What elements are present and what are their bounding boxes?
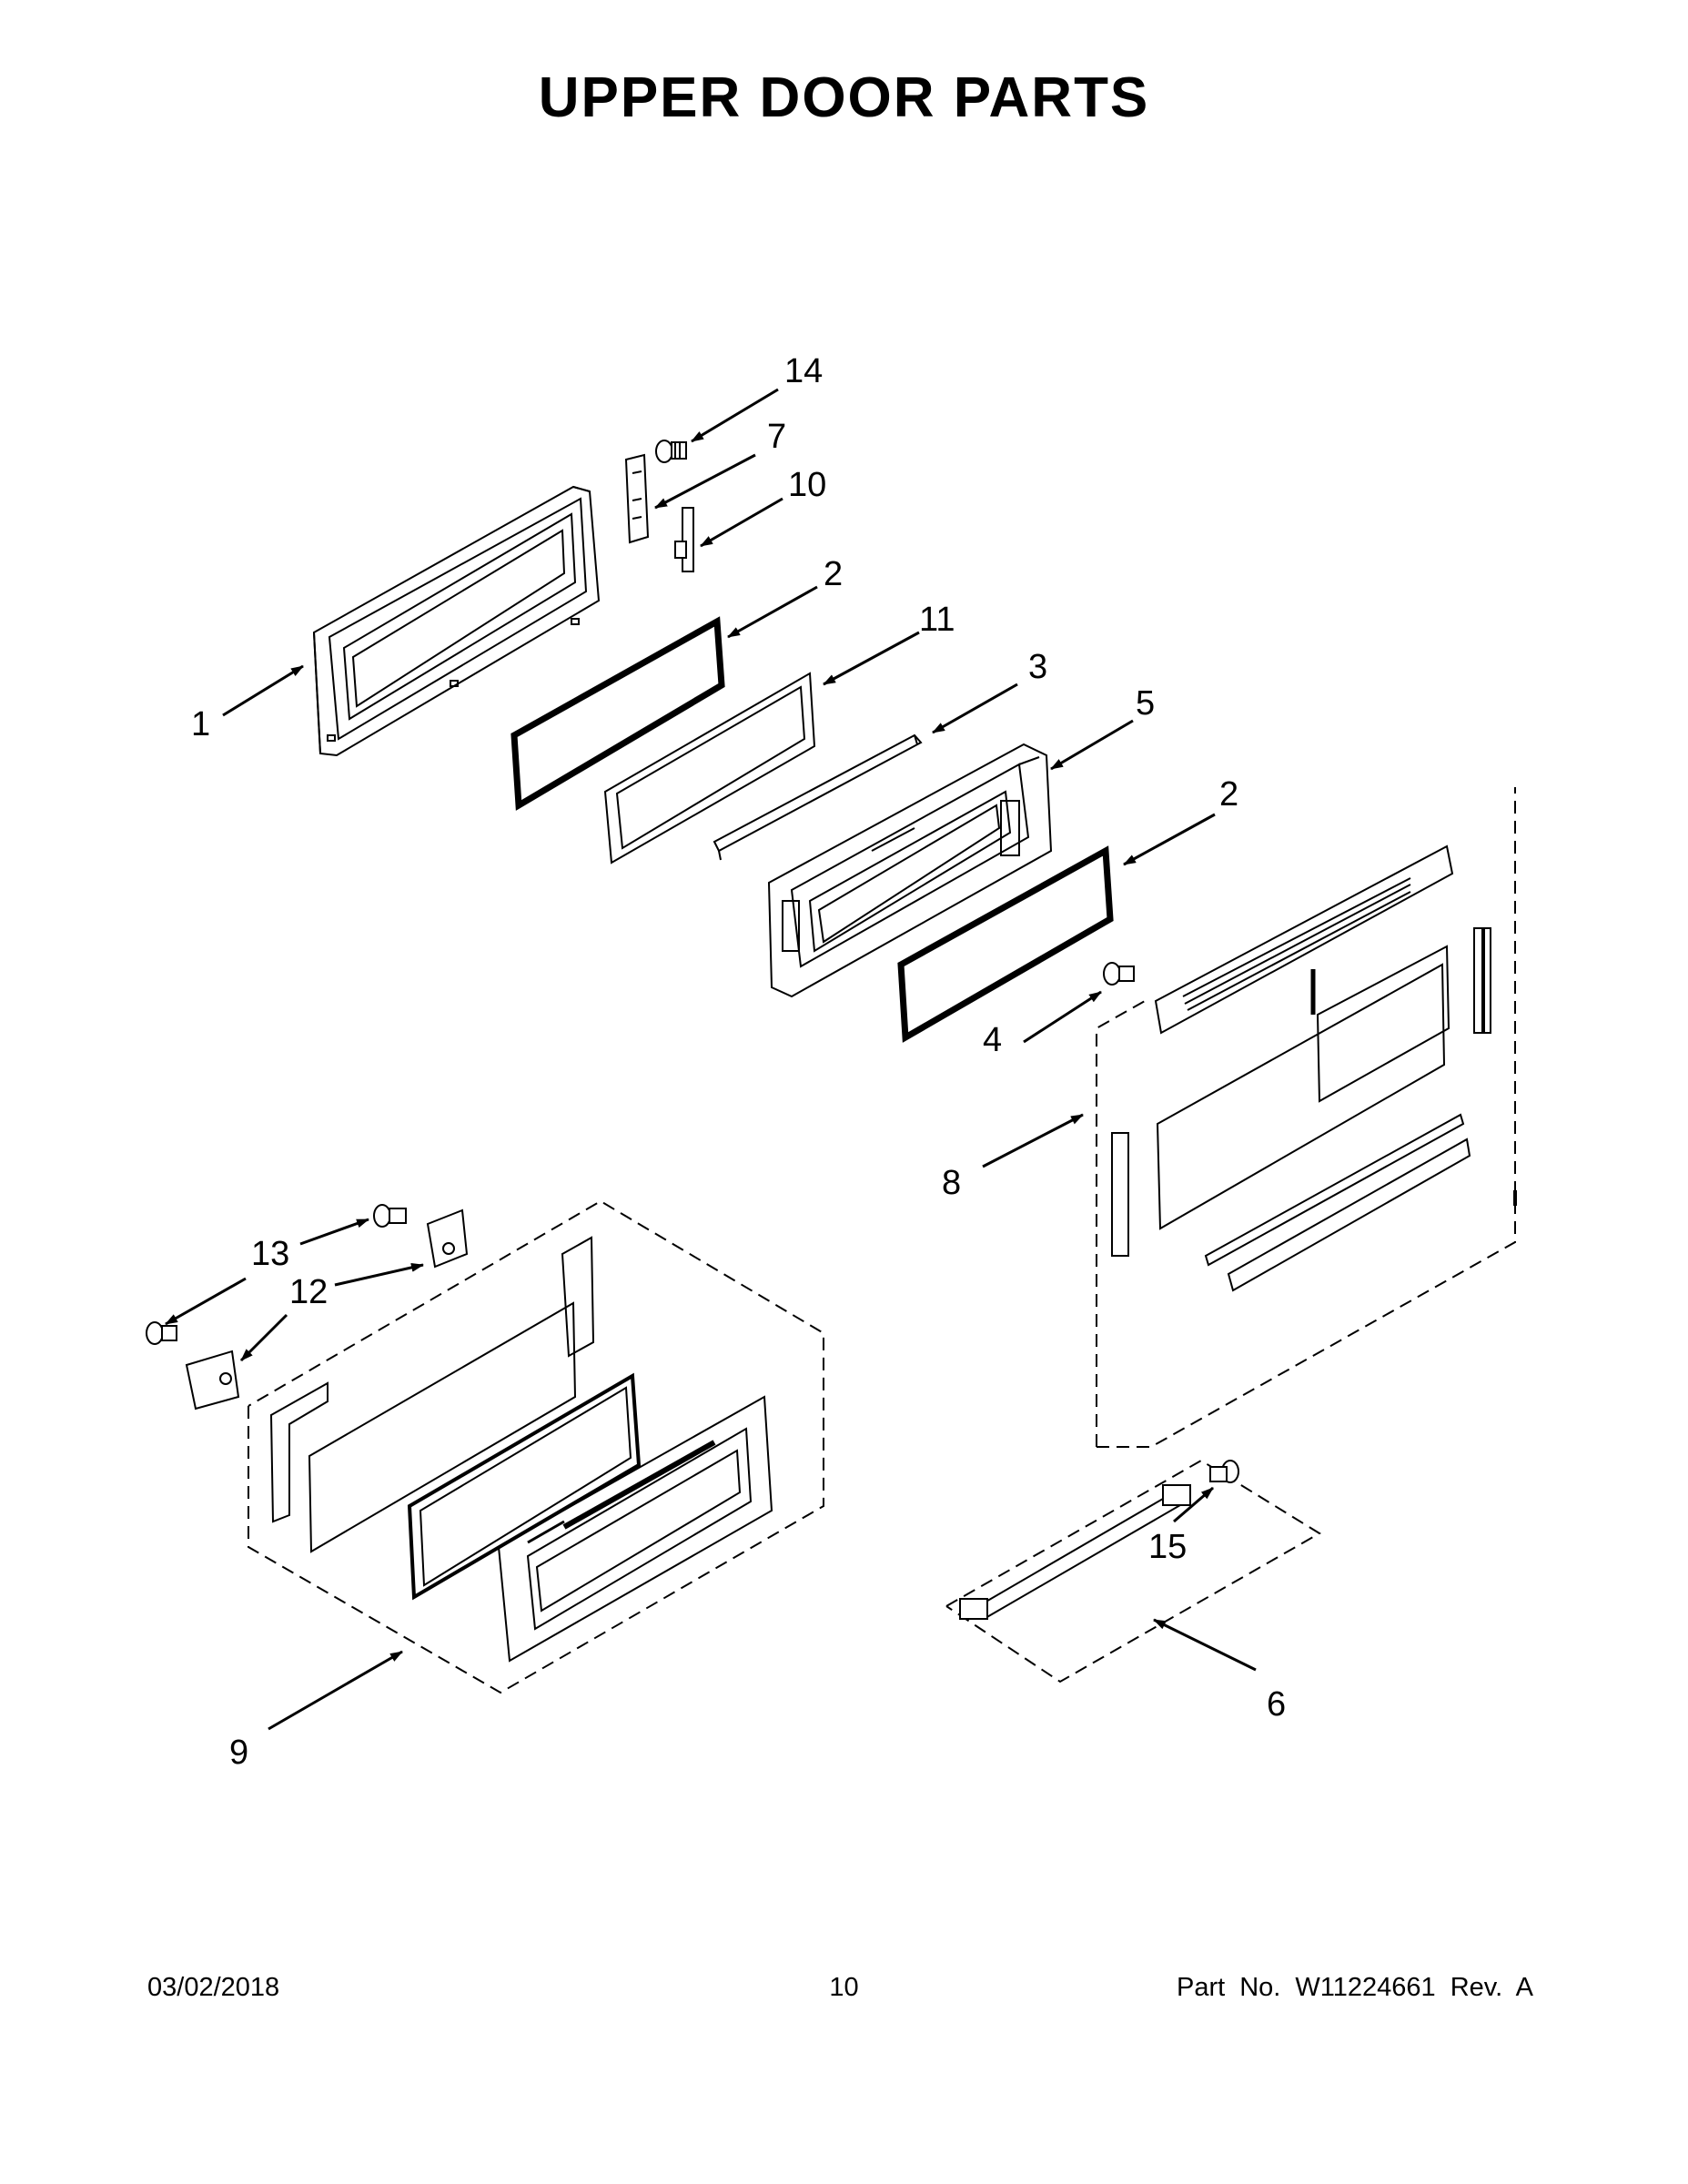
callout-13-upper: 13 xyxy=(251,1235,289,1273)
footer-date: 03/02/2018 xyxy=(147,1973,280,2002)
part-1-door-frame[interactable] xyxy=(312,485,601,757)
callout-10: 10 xyxy=(788,466,826,504)
part-2-glass-upper[interactable] xyxy=(510,616,725,811)
footer-part-number: Part No. W11224661 Rev. A xyxy=(1176,1973,1533,2002)
part-6-handle-assembly[interactable] xyxy=(945,1459,1321,1684)
part-15-screw[interactable] xyxy=(1209,1460,1239,1483)
part-8-door-assembly[interactable] xyxy=(1096,787,1517,1448)
leader-lines xyxy=(165,388,1257,1731)
callout-9: 9 xyxy=(229,1734,248,1772)
callout-11: 11 xyxy=(919,601,955,639)
callout-14: 14 xyxy=(784,352,823,390)
callout-15: 15 xyxy=(1148,1528,1187,1566)
part-13-screw-lower[interactable] xyxy=(146,1321,177,1345)
part-7-hinge[interactable] xyxy=(624,453,650,544)
part-5-inner-liner[interactable] xyxy=(767,743,1053,998)
part-4-screw[interactable] xyxy=(1103,962,1135,986)
part-10-latch[interactable] xyxy=(674,507,694,572)
part-11-gasket[interactable] xyxy=(603,672,816,864)
part-3-trim-strip[interactable] xyxy=(713,733,923,861)
part-12-hinge-block-lower[interactable] xyxy=(185,1350,240,1410)
callout-7: 7 xyxy=(767,418,786,456)
callout-8: 8 xyxy=(942,1164,961,1202)
callout-2-lower: 2 xyxy=(1219,775,1238,814)
callout-2-upper: 2 xyxy=(824,555,843,593)
callout-3: 3 xyxy=(1028,648,1047,686)
callout-12-upper: 12 xyxy=(289,1273,328,1311)
callout-4: 4 xyxy=(983,1021,1002,1059)
callout-1: 1 xyxy=(191,705,210,743)
part-9-outer-door-assembly[interactable] xyxy=(248,1199,824,1694)
part-14-screw[interactable] xyxy=(655,440,687,463)
footer-page-number: 10 xyxy=(829,1973,859,2002)
part-2-glass-lower[interactable] xyxy=(897,845,1114,1043)
part-12-hinge-block-upper[interactable] xyxy=(426,1208,469,1269)
part-13-screw-upper[interactable] xyxy=(373,1204,407,1228)
page-title: UPPER DOOR PARTS xyxy=(538,66,1150,129)
callout-6: 6 xyxy=(1267,1685,1286,1724)
callout-5: 5 xyxy=(1136,684,1155,723)
